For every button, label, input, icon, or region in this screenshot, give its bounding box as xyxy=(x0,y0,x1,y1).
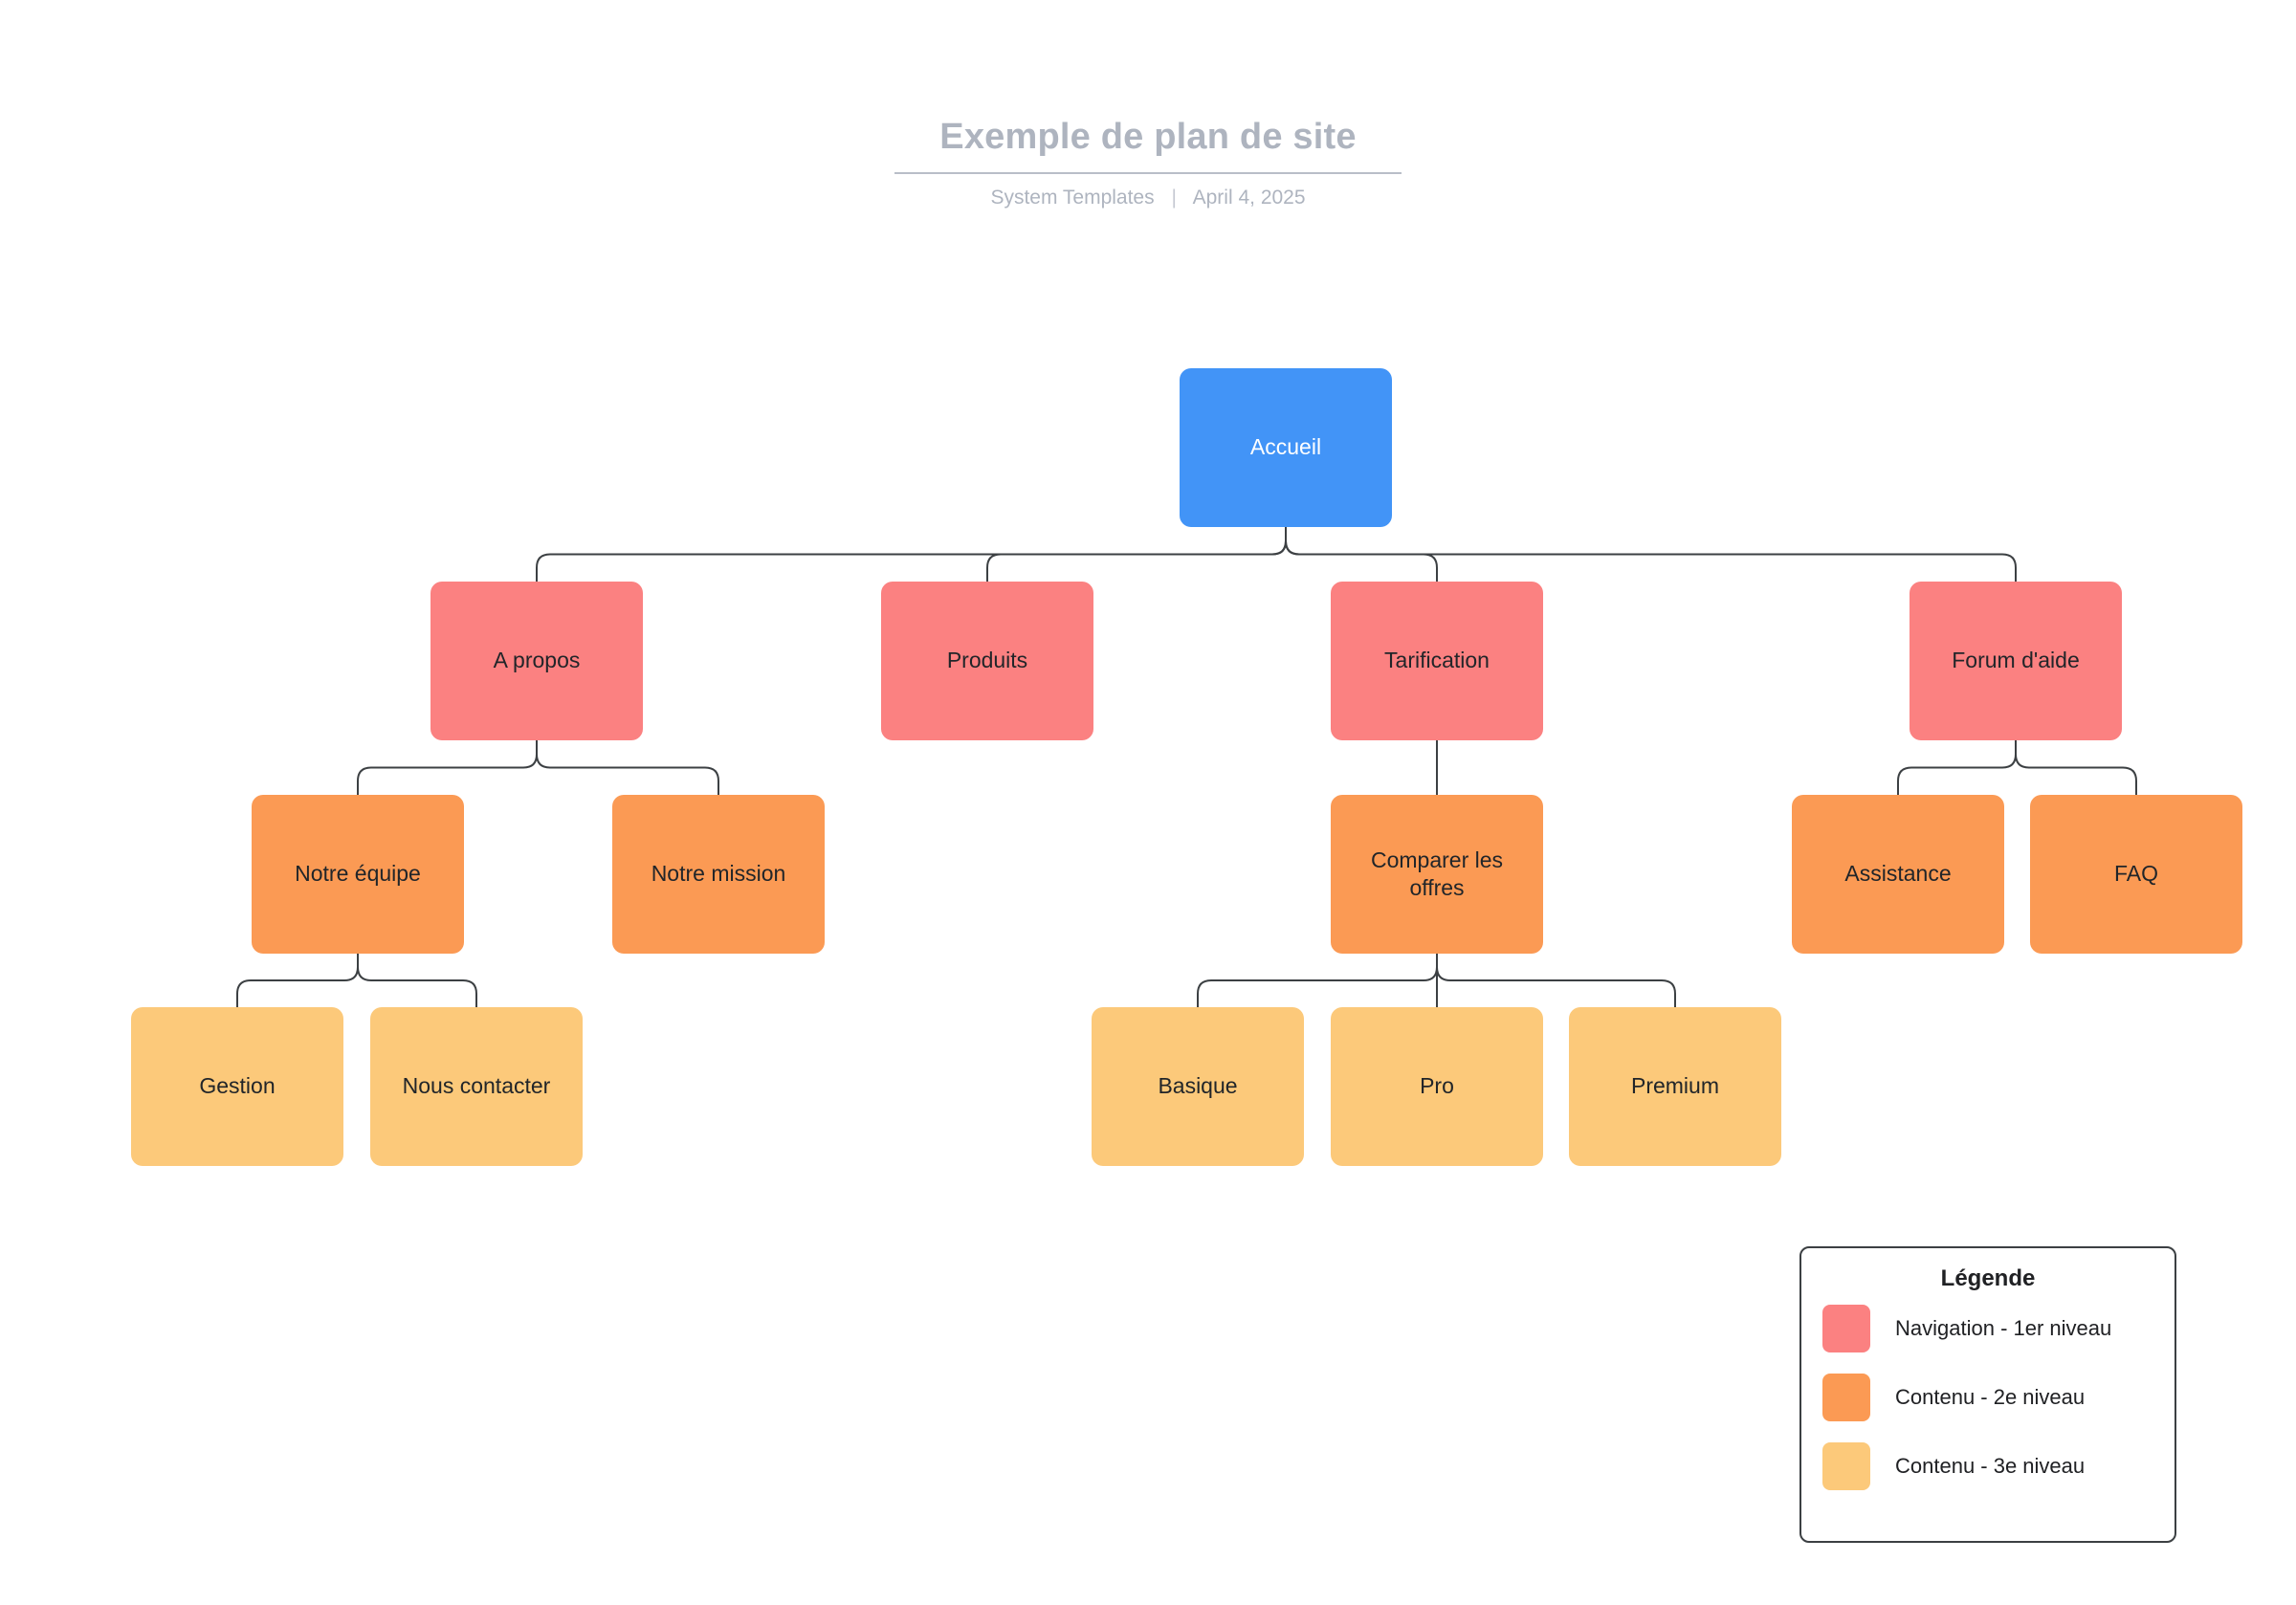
sitemap-node-label: Assistance xyxy=(1844,861,1952,887)
byline-date: April 4, 2025 xyxy=(1192,187,1306,209)
sitemap-node-label: Nous contacter xyxy=(402,1073,551,1099)
legend-item: Navigation - 1er niveau xyxy=(1822,1304,2153,1352)
sitemap-node-comparer[interactable]: Comparer les offres xyxy=(1331,795,1543,954)
document-header: Exemple de plan de site System Templates… xyxy=(0,119,2296,208)
legend-title: Légende xyxy=(1940,1265,2036,1291)
connector-accueil-to-produits xyxy=(986,527,1287,582)
sitemap-node-label: Basique xyxy=(1158,1073,1238,1099)
page-title: Exemple de plan de site xyxy=(894,119,1402,174)
sitemap-node-premium[interactable]: Premium xyxy=(1569,1007,1781,1166)
legend-color-swatch xyxy=(1822,1373,1870,1421)
sitemap-node-label: Forum d'aide xyxy=(1952,648,2080,673)
sitemap-node-label: Tarification xyxy=(1384,648,1490,673)
document-byline: System Templates | April 4, 2025 xyxy=(0,187,2296,208)
connector-equipe-to-gestion xyxy=(236,954,359,1007)
sitemap-node-gestion[interactable]: Gestion xyxy=(131,1007,343,1166)
connector-comparer-to-basique xyxy=(1197,954,1438,1007)
sitemap-node-contact[interactable]: Nous contacter xyxy=(370,1007,583,1166)
sitemap-node-mission[interactable]: Notre mission xyxy=(612,795,825,954)
legend-item-label: Contenu - 2e niveau xyxy=(1895,1384,2086,1409)
legend-item: Contenu - 2e niveau xyxy=(1822,1373,2153,1421)
sitemap-node-assist[interactable]: Assistance xyxy=(1792,795,2004,954)
connector-equipe-to-contact xyxy=(357,954,477,1007)
legend-item-label: Navigation - 1er niveau xyxy=(1895,1315,2112,1340)
connector-accueil-to-forum xyxy=(1285,527,2017,582)
sitemap-node-label: A propos xyxy=(493,648,581,673)
connector-forum-to-assist xyxy=(1897,740,2017,795)
sitemap-node-label: Pro xyxy=(1420,1073,1454,1099)
sitemap-node-accueil[interactable]: Accueil xyxy=(1180,368,1392,527)
legend-item: Contenu - 3e niveau xyxy=(1822,1441,2153,1490)
sitemap-node-label: Notre mission xyxy=(651,861,786,887)
sitemap-node-label: Accueil xyxy=(1249,434,1322,460)
sitemap-node-equipe[interactable]: Notre équipe xyxy=(252,795,464,954)
byline-separator: | xyxy=(1171,187,1177,209)
sitemap-node-tarif[interactable]: Tarification xyxy=(1331,582,1543,740)
sitemap-node-basique[interactable]: Basique xyxy=(1092,1007,1304,1166)
connector-accueil-to-tarif xyxy=(1285,527,1438,582)
legend-item-label: Contenu - 3e niveau xyxy=(1895,1453,2086,1478)
sitemap-node-apropos[interactable]: A propos xyxy=(430,582,643,740)
connector-accueil-to-apropos xyxy=(536,527,1287,582)
sitemap-node-pro[interactable]: Pro xyxy=(1331,1007,1543,1166)
sitemap-node-label: Comparer les offres xyxy=(1370,846,1504,900)
sitemap-node-label: Premium xyxy=(1630,1073,1719,1099)
sitemap-node-forum[interactable]: Forum d'aide xyxy=(1910,582,2122,740)
sitemap-node-label: Gestion xyxy=(199,1073,276,1099)
sitemap-node-produits[interactable]: Produits xyxy=(881,582,1093,740)
legend-color-swatch xyxy=(1822,1304,1870,1352)
sitemap-node-label: Produits xyxy=(946,648,1028,673)
sitemap-node-faq[interactable]: FAQ xyxy=(2030,795,2242,954)
connector-apropos-to-mission xyxy=(536,740,719,795)
sitemap-node-label: FAQ xyxy=(2113,861,2158,887)
byline-author: System Templates xyxy=(990,187,1155,209)
legend-color-swatch xyxy=(1822,1441,1870,1490)
sitemap-node-label: Notre équipe xyxy=(295,861,421,887)
connector-apropos-to-equipe xyxy=(357,740,538,795)
connector-comparer-to-premium xyxy=(1436,954,1676,1007)
connector-forum-to-faq xyxy=(2015,740,2137,795)
